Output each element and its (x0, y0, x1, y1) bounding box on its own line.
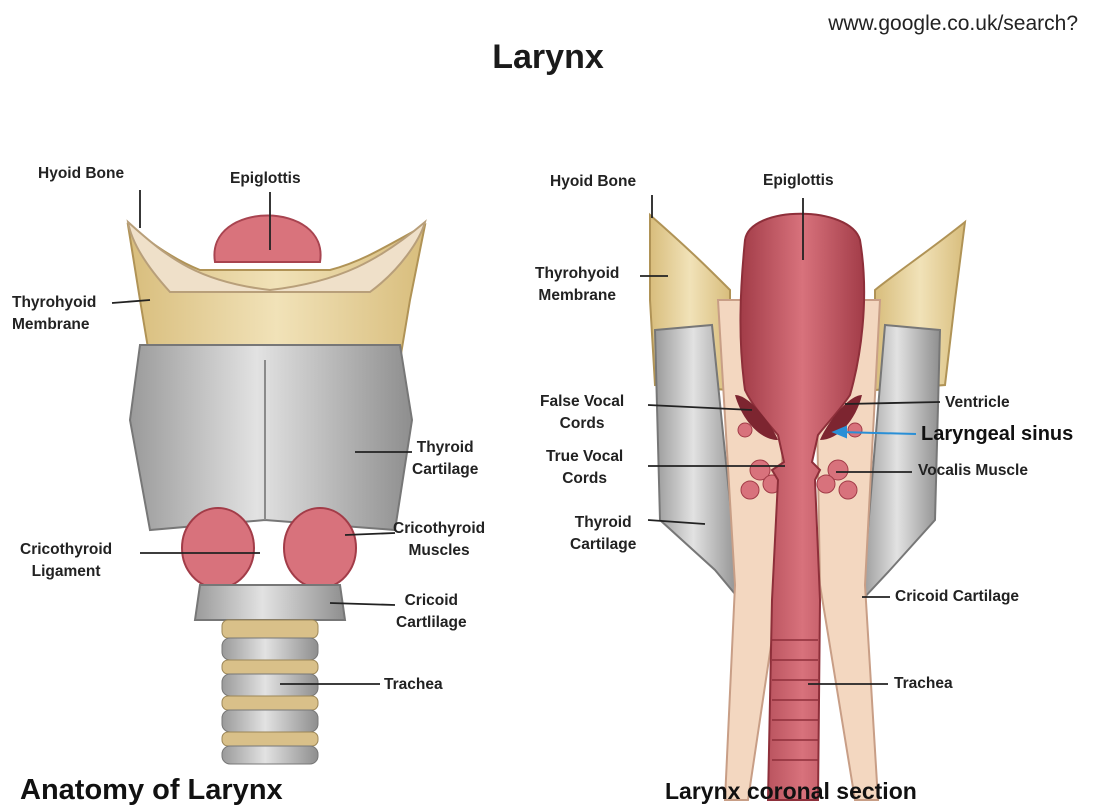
right-label-hyoid-bone: Hyoid Bone (550, 171, 636, 193)
left-label-thyrohyoid-membrane: Thyrohyoid Membrane (12, 292, 96, 336)
left-trachea-shape (222, 620, 318, 764)
left-larynx-drawing (112, 190, 425, 764)
left-label-thyroid-cartilage: Thyroid Cartilage (412, 437, 478, 481)
left-label-cricothyroid-ligament: Cricothyroid Ligament (20, 539, 112, 583)
left-label-trachea: Trachea (384, 674, 443, 696)
right-larynx-drawing (640, 195, 965, 800)
left-label-cricoid-cartilage: Cricoid Cartlilage (396, 590, 467, 634)
left-cricothyroid-muscle-left (182, 508, 254, 588)
left-cricoid-cartilage-shape (195, 585, 345, 620)
left-thyroid-cartilage-shape (130, 345, 412, 530)
left-cricothyroid-muscle-right (284, 508, 356, 588)
right-label-thyrohyoid-membrane: Thyrohyoid Membrane (535, 263, 619, 307)
right-label-cricoid-cartilage: Cricoid Cartilage (895, 586, 1019, 608)
right-label-laryngeal-sinus: Laryngeal sinus (921, 423, 1073, 445)
caption-larynx-coronal-section: Larynx coronal section (665, 778, 917, 805)
left-epiglottis-shape (214, 216, 320, 263)
right-label-vocalis-muscle: Vocalis Muscle (918, 460, 1028, 482)
left-label-cricothyroid-muscles: Cricothyroid Muscles (393, 518, 485, 562)
right-label-epiglottis: Epiglottis (763, 170, 834, 192)
right-label-thyroid-cartilage: Thyroid Cartilage (570, 512, 636, 556)
right-label-true-vocal-cords: True Vocal Cords (546, 446, 623, 490)
left-label-hyoid-bone: Hyoid Bone (38, 163, 124, 185)
right-label-ventricle: Ventricle (945, 392, 1010, 414)
right-label-false-vocal-cords: False Vocal Cords (540, 391, 624, 435)
caption-anatomy-of-larynx: Anatomy of Larynx (20, 774, 283, 807)
right-label-trachea: Trachea (894, 673, 953, 695)
left-label-epiglottis: Epiglottis (230, 168, 301, 190)
